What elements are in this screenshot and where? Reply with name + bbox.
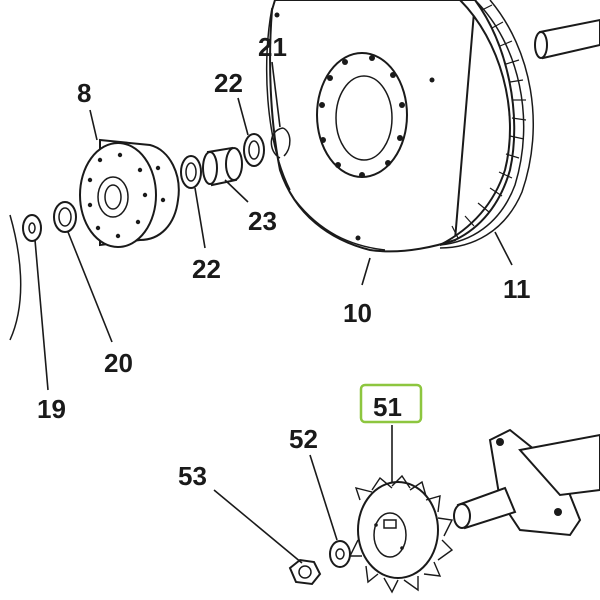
highlight-box-51 [359,383,423,424]
part-51-bevel-gear[interactable] [348,474,454,594]
part-20-bearing[interactable] [53,201,77,233]
part-23-bushing[interactable] [202,146,243,187]
bolt-holes [274,12,435,241]
callout-53[interactable]: 53 [178,461,207,491]
part-8-hub[interactable] [79,138,180,248]
part-22-bearing-upper[interactable] [243,133,265,167]
part-11-ring-gear[interactable] [439,0,535,249]
left-arc-outline [9,214,22,341]
part-19-washer[interactable] [22,214,42,242]
part-53-nut[interactable] [288,558,322,586]
leader-lines [34,61,513,564]
callout-11[interactable]: 11 [503,274,531,304]
callout-21[interactable]: 21 [258,32,287,62]
callout-51[interactable]: 51 [373,392,402,422]
callout-22-upper[interactable]: 22 [214,68,243,98]
callout-52[interactable]: 52 [289,424,318,454]
part-10-flywheel-plate[interactable] [265,0,477,253]
callout-20[interactable]: 20 [104,348,133,378]
part-22-bearing-lower[interactable] [180,155,202,189]
part-52-washer[interactable] [329,540,351,568]
shaft-top-right [534,18,600,60]
callout-8[interactable]: 8 [77,78,91,108]
callout-19[interactable]: 19 [37,394,66,424]
gear-teeth [451,4,527,239]
part-21-snap-ring[interactable] [270,127,291,159]
hub-holes [87,152,166,239]
callout-22-lower[interactable]: 22 [192,254,221,284]
shaft-housing [453,428,600,537]
callout-23[interactable]: 23 [248,206,277,236]
callout-10[interactable]: 10 [343,298,372,328]
